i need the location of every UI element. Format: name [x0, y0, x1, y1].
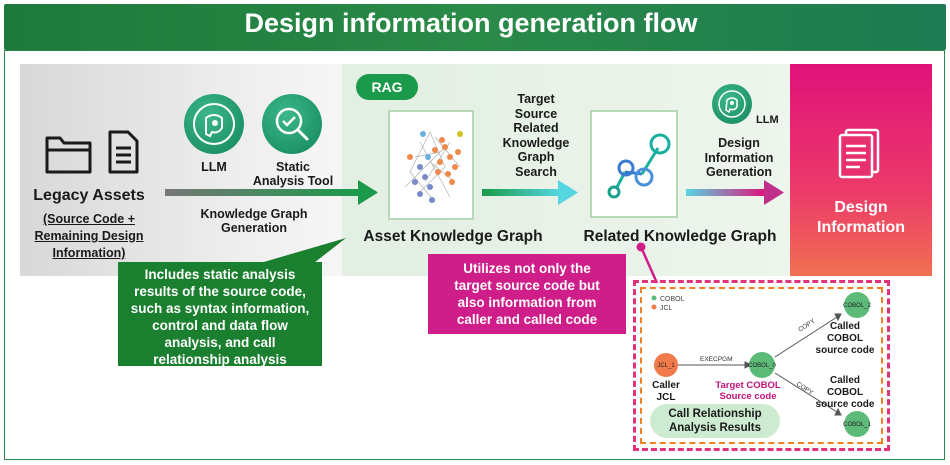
asset-knowledge-graph-label: Asset Knowledge Graph: [363, 228, 543, 245]
pill-line-1: Call Relationship: [668, 408, 762, 420]
molecule-graph-icon: [607, 133, 671, 199]
magnifier-check-icon: [275, 107, 309, 141]
node-cobol2-text: COBOL_2: [843, 303, 871, 309]
legend-jcl-dot: [651, 304, 657, 310]
design-info-generation-label: Design Information Generation: [686, 136, 792, 180]
edge-execpgm-label: EXECPGM: [700, 356, 733, 363]
caller-called-callout: Utilizes not only the target source code…: [428, 254, 626, 334]
call-graph-outer-border: [633, 280, 890, 451]
related-knowledge-graph-label: Related Knowledge Graph: [583, 228, 777, 245]
page-title: Design information generation flow: [244, 8, 698, 38]
green-callout-line-6: relationship analysis: [153, 352, 287, 367]
caller-label-line-1: Caller: [652, 380, 680, 391]
search-line-3: Related: [513, 121, 559, 135]
static-analysis-line-2: Analysis Tool: [252, 174, 334, 188]
search-line-6: Search: [515, 164, 557, 179]
magenta-callout-line-4: caller and called code: [456, 312, 598, 327]
static-analysis-circle: [262, 94, 322, 154]
called-bottom-line-2: COBOL: [827, 387, 863, 398]
design-gen-line-1: Design: [718, 136, 760, 150]
green-callout-pointer: [250, 238, 346, 266]
target-source-search-label: Target Source Related Knowledge Graph Se…: [488, 92, 584, 179]
edge-copy-down: [774, 372, 838, 413]
magenta-callout-line-2: target source code but: [454, 278, 600, 293]
related-knowledge-graph-image: [590, 110, 678, 218]
folder-icon: [45, 136, 92, 174]
legend-jcl-text: JCL: [660, 305, 673, 312]
green-callout-line-4: control and data flow: [152, 318, 288, 333]
magenta-pointer: [636, 242, 659, 284]
design-gen-line-2: Information: [704, 150, 774, 165]
legend-cobol-dot: [651, 295, 657, 301]
edge-copy-down-label: COPY: [795, 381, 815, 397]
called-top-line-2: COBOL: [827, 333, 863, 344]
target-label-line-2: Source code: [719, 391, 776, 402]
ai-head-icon: [718, 90, 746, 118]
rag-badge: RAG: [356, 74, 418, 100]
call-graph-inner-border: [640, 287, 883, 444]
legacy-files-icon: [45, 130, 139, 174]
called-bottom-line-1: Called: [830, 375, 860, 386]
design-information-label: Design Information: [790, 198, 932, 238]
legacy-sub-line-3: Information): [52, 246, 126, 260]
pill-line-2: Analysis Results: [668, 422, 762, 434]
legacy-sub-line-1: (Source Code +: [42, 212, 136, 226]
dense-graph-icon: [404, 131, 463, 203]
ai-head-icon: [193, 103, 235, 145]
node-jcl1: JCL_1: [654, 353, 678, 377]
node-cobol1-text: COBOL_1: [843, 422, 871, 428]
node-cobol0: COBOL_0: [748, 352, 776, 378]
design-gen-line-3: Generation: [706, 165, 772, 179]
green-callout-line-3: such as syntax information,: [130, 301, 310, 316]
node-jcl1-text: JCL_1: [657, 363, 675, 369]
called-top-line-3: source code: [816, 345, 875, 356]
llm-label: LLM: [201, 160, 227, 174]
search-line-4: Knowledge: [502, 135, 570, 150]
design-info-line-1: Design: [834, 199, 888, 216]
design-info-line-2: Information: [817, 219, 905, 236]
edge-copy-up: [774, 316, 838, 358]
node-cobol0-text: COBOL_0: [748, 363, 776, 369]
title-banner: [4, 4, 946, 50]
arrow-to-asset-graph: [165, 180, 378, 205]
green-callout-line-1: Includes static analysis: [144, 267, 296, 282]
legend-cobol-text: COBOL: [660, 296, 685, 303]
design-llm-circle: [712, 84, 752, 124]
node-cobol1: COBOL_1: [843, 411, 871, 437]
call-relationship-graph: COBOL JCL EXECPGM COPY COPY JCL_1 COBOL_…: [651, 292, 875, 437]
documents-stack-icon: [838, 128, 880, 179]
called-top-line-1: Called: [830, 321, 860, 332]
kg-generation-label: Knowledge Graph Generation: [180, 207, 328, 235]
search-line-2: Source: [514, 106, 558, 121]
legacy-assets-subtitle: (Source Code + Remaining Design Informat…: [30, 211, 148, 262]
search-line-5: Graph: [517, 150, 555, 164]
legacy-assets-title: Legacy Assets: [33, 187, 145, 204]
node-cobol2: COBOL_2: [843, 292, 871, 318]
arrow-to-design-info: [686, 180, 784, 205]
search-line-1: Target: [517, 92, 555, 106]
asset-knowledge-graph-image: [388, 110, 474, 220]
static-analysis-label: Static Analysis Tool: [248, 160, 338, 188]
arrow-to-related-graph: [482, 180, 578, 205]
kg-generation-line-1: Knowledge Graph: [200, 207, 308, 221]
called-bottom-line-3: source code: [816, 399, 875, 410]
magenta-callout-line-1: Utilizes not only the: [463, 261, 591, 276]
design-llm-label: LLM: [756, 114, 779, 126]
llm-circle: [184, 94, 244, 154]
static-analysis-callout: Includes static analysis results of the …: [118, 262, 322, 367]
call-graph-legend: COBOL JCL: [651, 295, 685, 312]
static-analysis-line-1: Static: [275, 160, 311, 174]
document-icon: [108, 130, 139, 174]
target-label-line-1: Target COBOL: [715, 380, 780, 391]
call-relationship-results-pill: Call Relationship Analysis Results: [650, 404, 780, 438]
kg-generation-line-2: Generation: [221, 221, 287, 235]
green-callout-line-2: results of the source code,: [134, 284, 306, 299]
magenta-callout-line-3: also information from: [457, 295, 597, 310]
green-callout-line-5: analysis, and call: [164, 335, 276, 350]
legacy-sub-line-2: Remaining Design: [34, 229, 144, 243]
caller-label-line-2: JCL: [657, 392, 676, 403]
